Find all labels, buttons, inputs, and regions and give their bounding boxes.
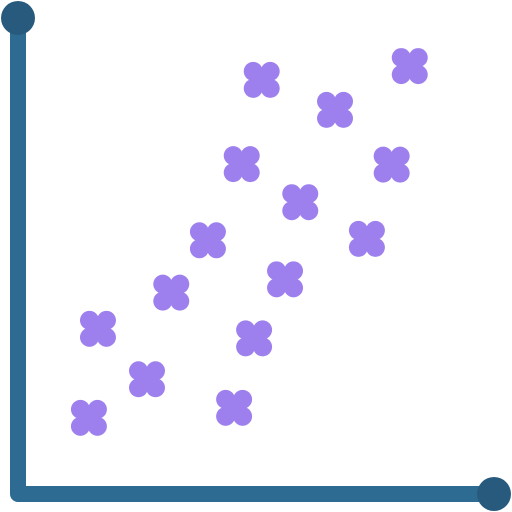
scatter-point [70, 399, 107, 436]
scatter-points [70, 48, 428, 436]
scatter-point [189, 222, 226, 259]
scatter-point [223, 146, 260, 183]
axis-line [10, 10, 502, 502]
scatter-point [348, 220, 385, 257]
scatter-point [282, 184, 319, 221]
scatter-point [267, 261, 304, 298]
scatter-point [79, 310, 116, 347]
scatter-point [243, 61, 280, 98]
scatter-point [216, 389, 253, 426]
scatter-point [391, 48, 428, 85]
scatter-point [128, 361, 165, 398]
y-axis-end-cap [1, 1, 35, 35]
x-axis-end-cap [477, 477, 511, 511]
scatter-point [317, 91, 354, 128]
scatter-point [236, 320, 273, 357]
scatter-point [373, 146, 410, 183]
scatter-point [153, 274, 190, 311]
